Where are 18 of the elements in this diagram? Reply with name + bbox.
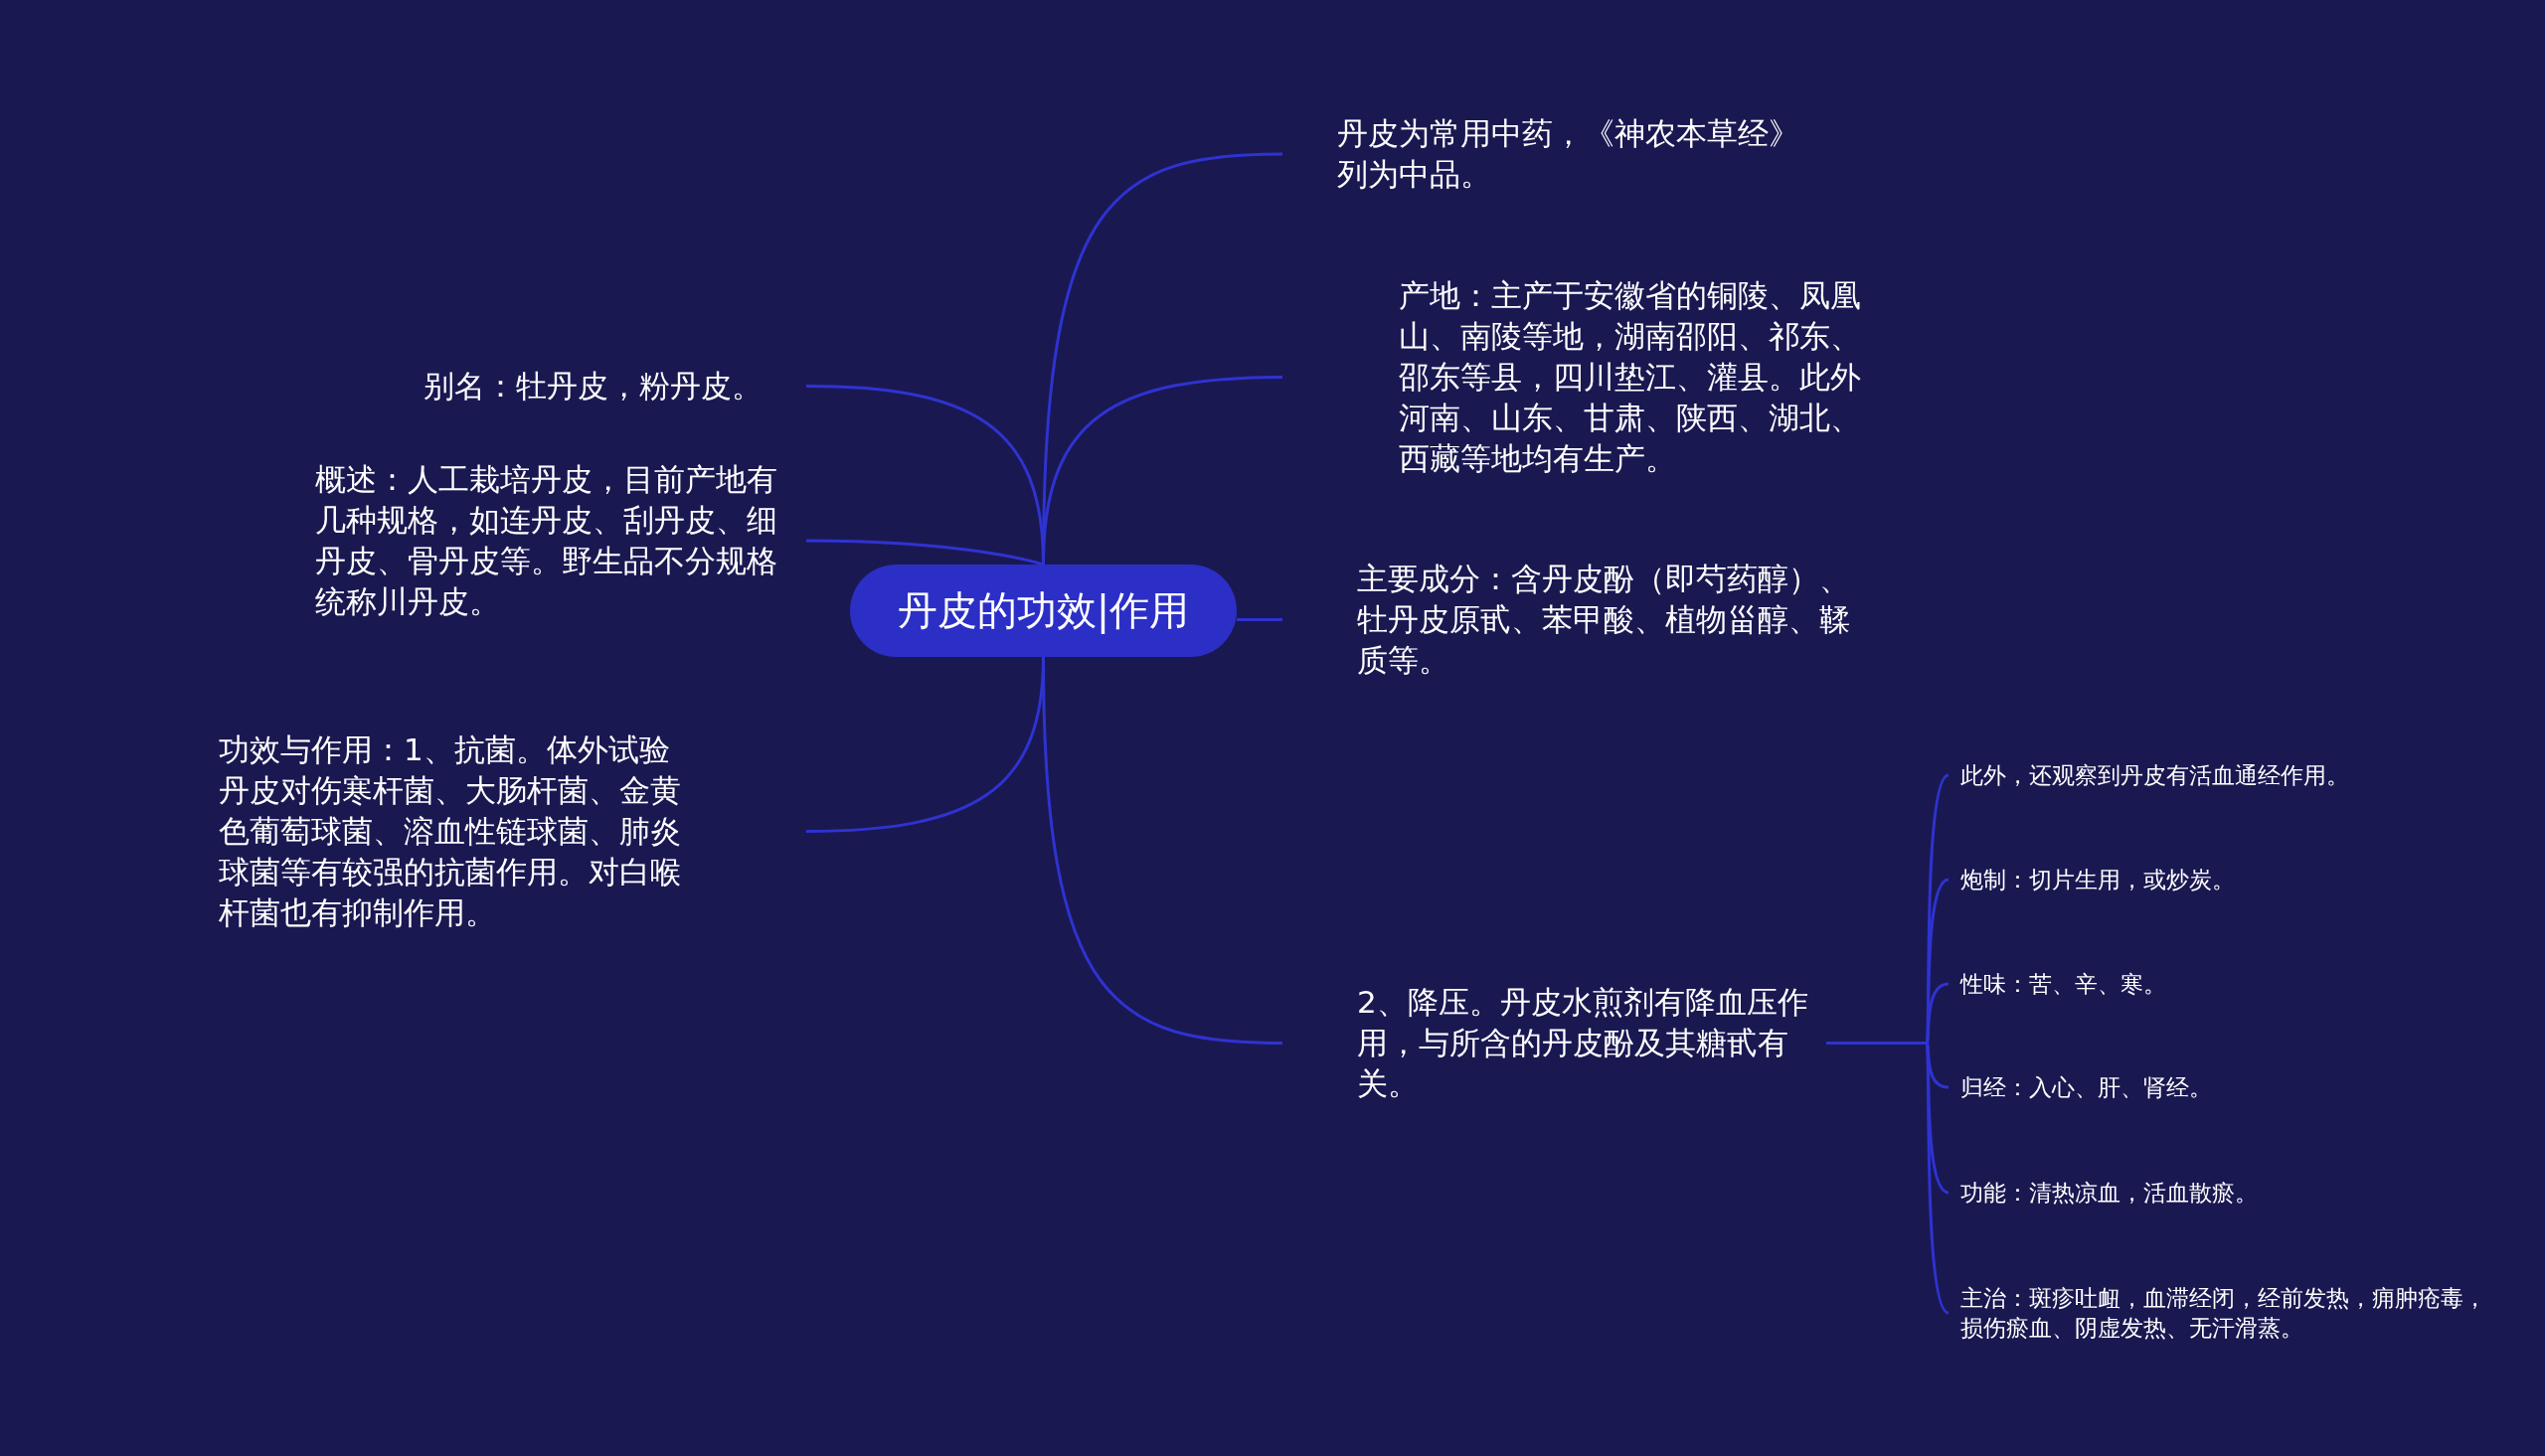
topic-text: 归经：入心、肝、肾经。: [1960, 1073, 2213, 1102]
topic-text: 主治：斑疹吐衄，血滞经闭，经前发热，痈肿疮毒，损伤瘀血、阴虚发热、无汗滑蒸。: [1960, 1284, 2487, 1343]
topic-text: 功能：清热凉血，活血散瘀。: [1960, 1179, 2259, 1208]
connector-line: [805, 539, 1044, 566]
topic-text: 主要成分：含丹皮酚（即芍药醇）、牡丹皮原甙、苯甲酸、植物甾醇、鞣质等。: [1357, 560, 1851, 680]
connector-line: [1826, 1042, 1950, 1315]
topic-text: 功效与作用：1、抗菌。体外试验丹皮对伤寒杆菌、大肠杆菌、金黄色葡萄球菌、溶血性链球菌、肺炎球菌等有较强的抗菌作用。对白喉杆菌也有抑制作用。: [219, 730, 682, 932]
topic-text: 2、降压。丹皮水煎剂有降血压作用，与所含的丹皮酚及其糖甙有关。: [1357, 983, 1809, 1103]
topic-pill: 丹皮的功效|作用: [850, 565, 1237, 657]
topic-text: 此外，还观察到丹皮有活血通经作用。: [1960, 761, 2350, 790]
connector-line: [805, 385, 1045, 566]
topic-text: 炮制：切片生用，或炒炭。: [1960, 866, 2236, 894]
topic-text: 丹皮为常用中药，《神农本草经》列为中品。: [1337, 114, 1800, 194]
topic-text: 概述：人工栽培丹皮，目前产地有几种规格，如连丹皮、刮丹皮、细丹皮、骨丹皮等。野生品不分规格统称川丹皮。: [315, 460, 778, 621]
topic-text: 产地：主产于安徽省的铜陵、凤凰山、南陵等地，湖南邵阳、祁东、邵东等县，四川垫江、灌县。此外河南、山东、甘肃、陕西、湖北、西藏等地均有生产。: [1399, 276, 1862, 478]
topic-text: 性味：苦、辛、寒。: [1960, 970, 2167, 999]
topic-text: 别名：牡丹皮，粉丹皮。: [423, 367, 763, 405]
connector-line: [1237, 618, 1282, 621]
